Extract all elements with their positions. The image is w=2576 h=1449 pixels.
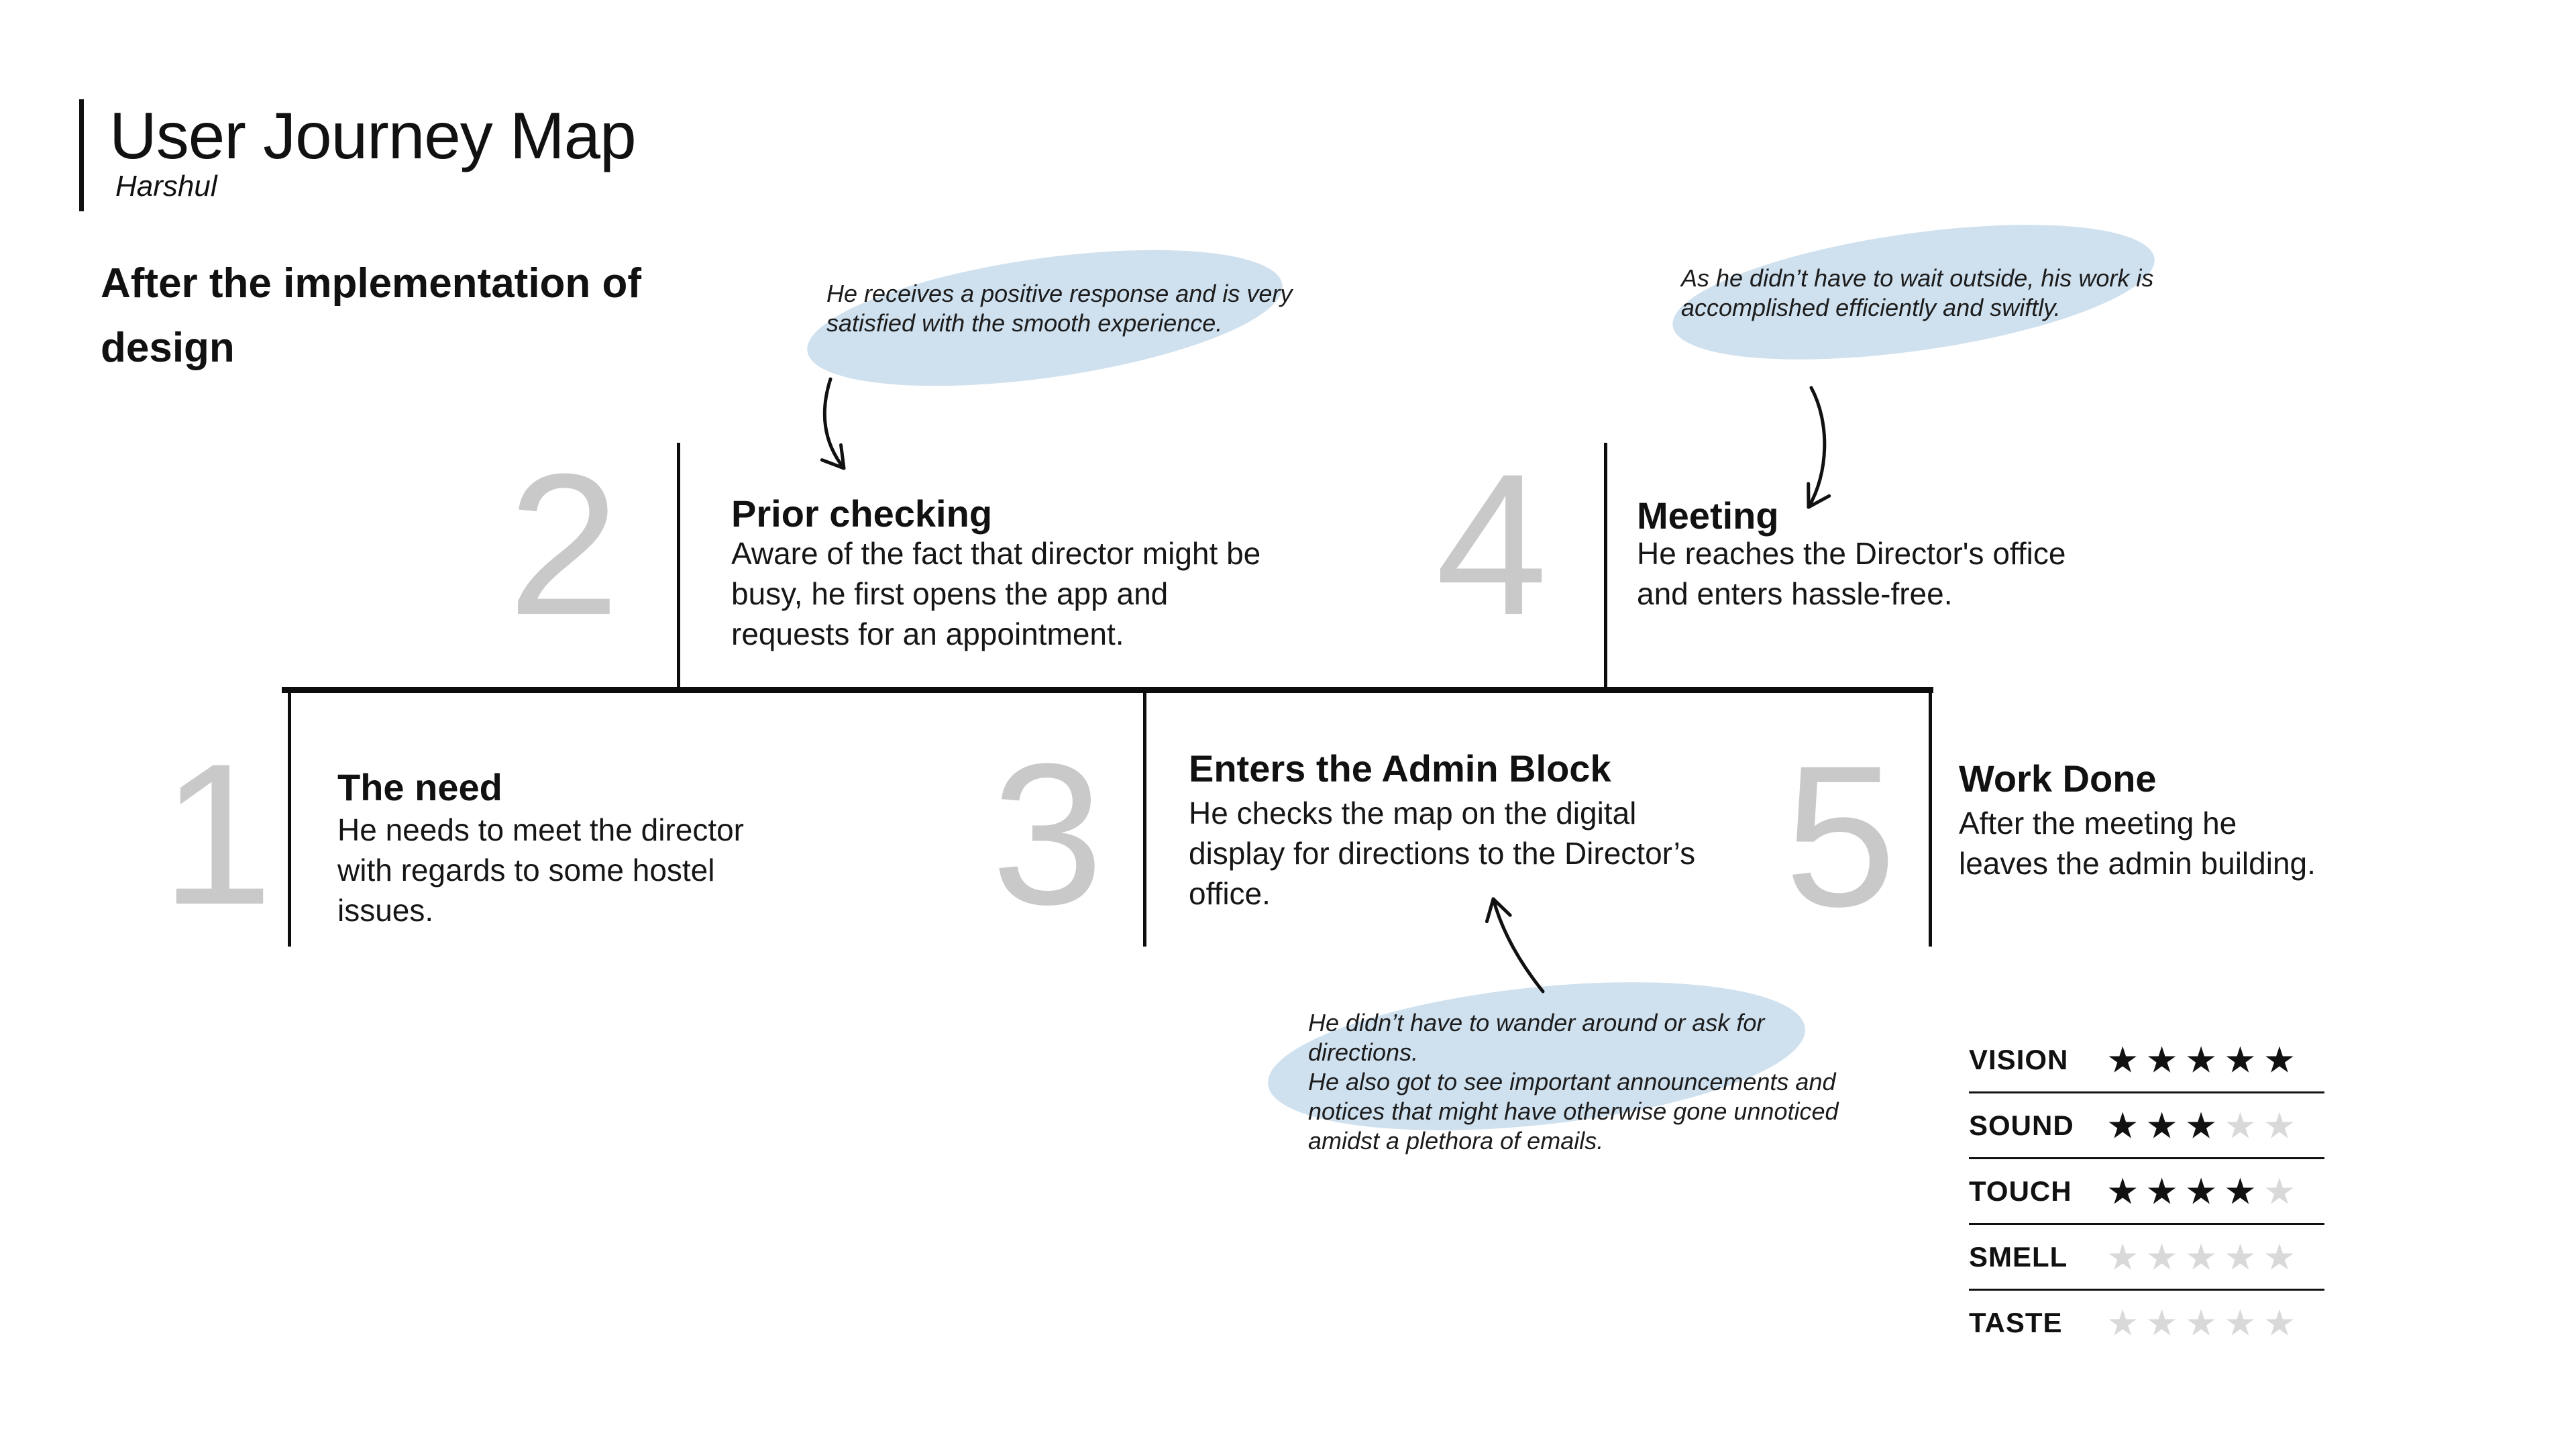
step-4-description: He reaches the Director's office and ent… bbox=[1637, 536, 2066, 611]
callout-text-step-4: As he didn’t have to wait outside, his w… bbox=[1681, 264, 2154, 321]
sense-label-sound: SOUND bbox=[1969, 1109, 2074, 1141]
arrow-to-meeting bbox=[1807, 386, 1831, 509]
sense-label-taste: TASTE bbox=[1969, 1306, 2063, 1338]
page-title: User Journey Map bbox=[109, 99, 637, 172]
step-4-divider bbox=[1604, 443, 1607, 687]
title-accent-bar bbox=[79, 99, 84, 211]
step-5-description: After the meeting he leaves the admin bu… bbox=[1959, 806, 2316, 881]
step-2-number: 2 bbox=[508, 431, 620, 657]
step-1-number: 1 bbox=[161, 721, 273, 947]
sense-label-vision: VISION bbox=[1969, 1043, 2069, 1075]
step-2-description: Aware of the fact that director might be… bbox=[731, 536, 1261, 651]
step-5-divider bbox=[1929, 693, 1932, 947]
step-2-divider bbox=[677, 443, 680, 687]
step-2-title: Prior checking bbox=[731, 492, 993, 535]
phase-heading: After the implementation of design bbox=[101, 260, 642, 371]
sense-row-vision: VISION ★★★★★ bbox=[1969, 1028, 2324, 1093]
step-5-number: 5 bbox=[1784, 723, 1896, 949]
sense-label-touch: TOUCH bbox=[1969, 1175, 2072, 1207]
sense-row-taste: TASTE ★★★★★ bbox=[1969, 1291, 2324, 1354]
step-3-description: He checks the map on the digital display… bbox=[1189, 796, 1696, 911]
sense-stars-taste: ★★★★★ bbox=[2106, 1303, 2303, 1343]
step-1-title: The need bbox=[337, 766, 502, 808]
journey-baseline bbox=[282, 687, 1933, 693]
author-name: Harshul bbox=[115, 170, 217, 203]
step-4-number: 4 bbox=[1436, 431, 1548, 657]
sense-stars-smell: ★★★★★ bbox=[2106, 1237, 2303, 1277]
step-4-title: Meeting bbox=[1637, 494, 1779, 537]
sense-row-touch: TOUCH ★★★★★ bbox=[1969, 1159, 2324, 1225]
step-3-divider bbox=[1143, 693, 1146, 947]
sense-stars-touch: ★★★★★ bbox=[2106, 1171, 2303, 1212]
step-5-title: Work Done bbox=[1959, 757, 2157, 800]
step-1-description: He needs to meet the director with regar… bbox=[337, 812, 744, 928]
callout-text-step-3: He didn’t have to wander around or ask f… bbox=[1308, 1009, 1839, 1155]
step-1-divider bbox=[288, 693, 291, 947]
sense-row-smell: SMELL ★★★★★ bbox=[1969, 1225, 2324, 1291]
callout-text-step-2: He receives a positive response and is v… bbox=[826, 280, 1293, 337]
arrow-to-prior-checking bbox=[820, 377, 846, 470]
step-3-number: 3 bbox=[991, 721, 1104, 947]
sense-stars-sound: ★★★★★ bbox=[2106, 1106, 2303, 1146]
sense-row-sound: SOUND ★★★★★ bbox=[1969, 1093, 2324, 1159]
step-3-title: Enters the Admin Block bbox=[1189, 747, 1611, 790]
sense-label-smell: SMELL bbox=[1969, 1240, 2068, 1273]
sense-stars-vision: ★★★★★ bbox=[2106, 1040, 2303, 1080]
senses-rating-table: VISION ★★★★★ SOUND ★★★★★ TOUCH ★★★★★ SME… bbox=[1969, 1028, 2324, 1354]
